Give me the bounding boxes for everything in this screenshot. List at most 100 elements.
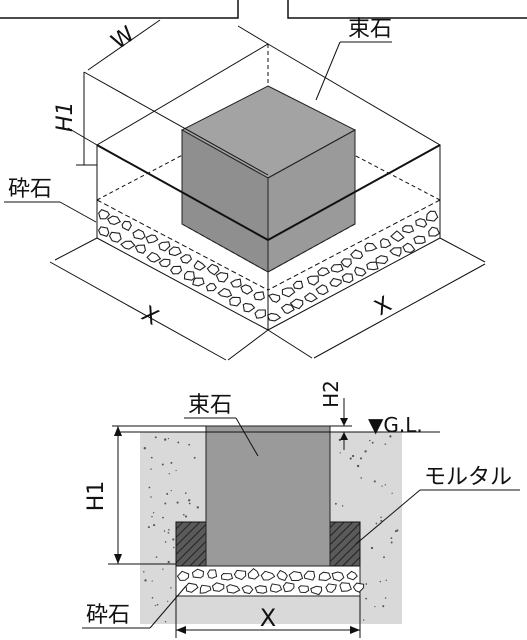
gravel-stone	[206, 263, 220, 276]
soil-dot	[359, 457, 363, 460]
soil-dot	[379, 580, 382, 583]
gravel-stone	[179, 254, 193, 264]
gravel-stone	[389, 247, 402, 257]
gravel-stone	[240, 284, 254, 295]
gravel-stone	[341, 273, 354, 284]
soil-dot	[151, 515, 153, 518]
gravel-stone	[303, 570, 316, 581]
gravel-stone	[288, 570, 304, 581]
gravel-stone	[298, 585, 310, 594]
soil-dot	[167, 600, 169, 603]
soil-dot	[151, 580, 153, 582]
gravel-stone	[121, 220, 132, 232]
gravel-stone	[364, 242, 378, 252]
section-foundation-stone-leader	[184, 417, 259, 457]
iso-gravel-leader	[4, 201, 97, 223]
soil-dot	[371, 441, 374, 444]
gravel-stone	[339, 582, 352, 592]
soil-dot	[170, 489, 172, 492]
gravel-stone	[247, 567, 260, 580]
soil-dot	[161, 463, 164, 466]
soil-dot	[144, 579, 147, 582]
gravel-stone	[350, 249, 364, 260]
soil-dot	[390, 541, 393, 544]
gravel-stone	[354, 266, 367, 277]
soil-dot	[143, 447, 146, 450]
soil-dot	[147, 526, 150, 529]
gravel-stone	[215, 272, 229, 283]
soil-dot	[176, 501, 179, 504]
gravel-stone	[329, 277, 342, 287]
section-dim-h2-label: H2	[319, 380, 343, 408]
gravel-stone	[289, 298, 304, 310]
soil-dot	[334, 502, 337, 505]
section-dim-h1-label: H1	[84, 481, 109, 512]
gravel-stone	[229, 296, 242, 307]
gravel-stone	[415, 218, 428, 228]
gravel-stone	[158, 258, 171, 268]
soil-dot	[188, 443, 191, 446]
soil-dot	[177, 441, 180, 444]
gravel-stone	[413, 235, 426, 244]
gravel-stone	[211, 582, 225, 592]
top-frame	[0, 0, 527, 19]
soil-dot	[380, 519, 383, 522]
gravel-stone	[402, 242, 416, 254]
iso-dim-x-right-label: X	[371, 292, 397, 321]
soil-dot	[360, 477, 363, 479]
gravel-stone	[331, 571, 345, 582]
soil-dot	[383, 556, 385, 559]
gravel-stone	[193, 260, 207, 271]
soil-dot	[151, 596, 154, 599]
iso-dim-h1	[76, 72, 97, 166]
section-mortar-left	[175, 521, 207, 567]
gravel-stone	[270, 583, 283, 593]
soil-dot	[162, 516, 164, 519]
gravel-stone	[192, 277, 205, 287]
soil-dot	[396, 529, 399, 532]
section-dim-h1	[108, 426, 176, 565]
iso-gravel-label: 砕石	[8, 177, 52, 202]
gravel-stone	[183, 270, 195, 281]
iso-foundation-stone	[180, 85, 357, 273]
section-gravel-stones	[176, 567, 365, 596]
soil-dot	[351, 454, 355, 458]
gravel-stone	[205, 282, 217, 292]
soil-dot	[175, 469, 177, 472]
soil-dot	[384, 597, 387, 599]
soil-dot	[164, 502, 167, 505]
gravel-stone	[282, 582, 295, 593]
soil-dot	[364, 450, 367, 453]
soil-dot	[184, 492, 187, 494]
soil-dot	[391, 492, 393, 494]
soil-dot	[341, 505, 344, 507]
section-foundation-stone	[205, 425, 331, 567]
gravel-stone	[317, 267, 331, 277]
soil-dot	[356, 464, 360, 468]
iso-dim-w-label: W	[107, 22, 139, 55]
soil-dot	[156, 603, 159, 606]
soil-dot	[152, 512, 155, 514]
gravel-stone	[379, 238, 392, 249]
isometric-view: W H1 X X 束石 砕石	[4, 17, 486, 361]
gravel-stone	[230, 278, 242, 288]
gravel-stone	[306, 275, 319, 286]
soil-dot	[167, 560, 170, 564]
soil-dot	[170, 587, 172, 589]
soil-dot	[155, 556, 158, 558]
section-gravel-label: 砕石	[86, 603, 130, 628]
gravel-stone	[375, 255, 389, 265]
gravel-stone	[267, 293, 281, 303]
gravel-stone	[220, 572, 234, 581]
soil-dot	[168, 529, 170, 531]
soil-dot	[148, 486, 151, 489]
gravel-stone	[242, 302, 256, 313]
gravel-stone	[292, 280, 304, 290]
gravel-stone	[330, 263, 344, 273]
gravel-stone	[402, 225, 415, 234]
soil-dot	[370, 546, 374, 550]
section-foundation-stone-label: 束石	[188, 393, 232, 418]
gravel-stone	[254, 585, 268, 594]
soil-dot	[182, 513, 185, 516]
